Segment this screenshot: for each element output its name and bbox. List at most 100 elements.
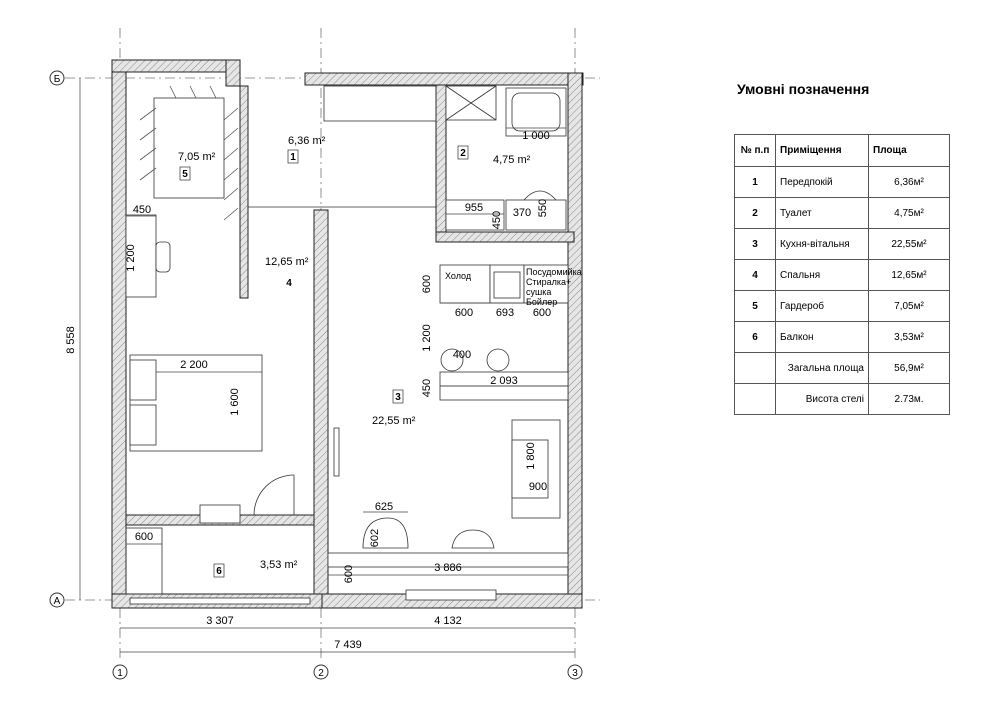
legend-total-row: Загальна площа 56,9м² — [734, 352, 950, 384]
axis-marker-col-3: 3 — [567, 664, 583, 680]
svg-text:600: 600 — [533, 307, 551, 319]
dimension-texts: 8 558 3 307 4 132 7 439 450 1 200 2 200 … — [65, 130, 551, 651]
svg-text:3: 3 — [395, 392, 401, 403]
legend-header-room: Приміщення — [775, 134, 869, 167]
legend-height-row: Висота стелі 2.73м. — [734, 383, 950, 415]
table-row: 6 Балкон 3,53м² — [734, 321, 950, 353]
legend-row-area: 7,05м² — [868, 290, 950, 322]
svg-text:3 886: 3 886 — [434, 562, 462, 574]
svg-text:6: 6 — [216, 566, 222, 577]
legend-total-value: 56,9м² — [868, 352, 950, 384]
legend-row-area: 12,65м² — [868, 259, 950, 291]
legend-row-name: Спальня — [775, 259, 869, 291]
bedroom-door — [253, 474, 295, 516]
room-4-label: 12,65 m² 4 — [265, 256, 309, 289]
appliance-labels: Холод Посудомийка Стиралка+ сушка Бойлер — [445, 267, 582, 307]
room-6-label: 6 3,53 m² — [213, 559, 298, 578]
svg-text:4,75 m²: 4,75 m² — [493, 154, 531, 166]
legend-row-name: Туалет — [775, 197, 869, 229]
svg-text:1: 1 — [290, 152, 296, 163]
sofa — [511, 419, 561, 519]
svg-text:Посудомийка: Посудомийка — [526, 267, 582, 277]
svg-text:7,05 m²: 7,05 m² — [178, 151, 216, 163]
table-row: 2 Туалет 4,75м² — [734, 197, 950, 229]
desk-chairs — [327, 517, 569, 568]
legend-height-label: Висота стелі — [775, 383, 869, 415]
walls — [111, 59, 584, 609]
legend-row-num: 6 — [734, 321, 776, 353]
svg-text:Стиралка+: Стиралка+ — [526, 277, 571, 287]
legend-table: № п.п Приміщення Площа 1 Передпокій 6,36… — [734, 134, 950, 415]
room-1-label: 6,36 m² 1 — [287, 135, 326, 164]
axis-marker-col-2: 2 — [313, 664, 329, 680]
svg-text:1 600: 1 600 — [229, 388, 241, 416]
legend-row-name: Гардероб — [775, 290, 869, 322]
kitchen-units — [439, 264, 569, 304]
balcony — [125, 527, 163, 595]
svg-text:1 200: 1 200 — [125, 244, 137, 272]
svg-text:600: 600 — [455, 307, 473, 319]
legend-row-name: Балкон — [775, 321, 869, 353]
floor-plan: Б А 1 2 3 — [49, 28, 600, 680]
legend-row-area: 3,53м² — [868, 321, 950, 353]
svg-text:2 200: 2 200 — [180, 359, 208, 371]
svg-text:450: 450 — [421, 379, 433, 397]
legend-height-value: 2.73м. — [868, 383, 950, 415]
svg-text:3,53 m²: 3,53 m² — [260, 559, 298, 571]
svg-text:600: 600 — [135, 531, 153, 543]
legend-header-row: № п.п Приміщення Площа — [734, 134, 950, 167]
legend-row-area: 4,75м² — [868, 197, 950, 229]
svg-text:7 439: 7 439 — [334, 639, 362, 651]
wardrobe-desk — [125, 214, 171, 298]
svg-text:Холод: Холод — [445, 271, 472, 281]
svg-text:1 800: 1 800 — [525, 442, 537, 470]
svg-text:693: 693 — [496, 307, 514, 319]
svg-text:2 093: 2 093 — [490, 375, 518, 387]
svg-text:955: 955 — [465, 202, 483, 214]
room-3-label: 3 22,55 m² — [372, 389, 416, 427]
legend-title: Умовні позначення — [737, 81, 870, 97]
legend-row-area: 22,55м² — [868, 228, 950, 260]
svg-text:3: 3 — [572, 668, 578, 679]
svg-text:4: 4 — [286, 278, 292, 289]
room-2-label: 2 4,75 m² — [457, 145, 531, 166]
legend-row-num: 2 — [734, 197, 776, 229]
bed — [129, 354, 263, 452]
svg-text:Б: Б — [54, 74, 61, 85]
svg-text:12,65 m²: 12,65 m² — [265, 256, 309, 268]
svg-text:900: 900 — [529, 481, 547, 493]
legend-row-name: Кухня-вітальня — [775, 228, 869, 260]
axis-marker-col-1: 1 — [112, 664, 128, 680]
svg-text:А: А — [54, 596, 61, 607]
svg-text:2: 2 — [460, 148, 466, 159]
legend-empty-cell — [734, 352, 776, 384]
svg-text:5: 5 — [182, 169, 188, 180]
svg-text:Бойлер: Бойлер — [526, 297, 557, 307]
axis-marker-row-bottom: А — [49, 592, 65, 608]
svg-text:450: 450 — [133, 204, 151, 216]
room-5-label: 7,05 m² 5 — [178, 151, 216, 181]
svg-text:2: 2 — [318, 668, 324, 679]
legend-header-area: Площа — [868, 134, 950, 167]
svg-text:600: 600 — [421, 275, 433, 293]
svg-text:450: 450 — [491, 211, 503, 229]
table-row: 4 Спальня 12,65м² — [734, 259, 950, 291]
svg-text:1 200: 1 200 — [421, 324, 433, 352]
svg-text:370: 370 — [513, 207, 531, 219]
table-row: 1 Передпокій 6,36м² — [734, 166, 950, 198]
dimension-lines — [79, 78, 575, 653]
svg-text:3 307: 3 307 — [206, 615, 234, 627]
svg-text:6,36 m²: 6,36 m² — [288, 135, 326, 147]
svg-text:400: 400 — [453, 349, 471, 361]
windows — [129, 504, 497, 605]
legend-empty-cell — [734, 383, 776, 415]
svg-text:4 132: 4 132 — [434, 615, 462, 627]
svg-text:22,55 m²: 22,55 m² — [372, 415, 416, 427]
legend-row-num: 3 — [734, 228, 776, 260]
svg-text:1 000: 1 000 — [522, 130, 550, 142]
kitchen-divider — [333, 427, 340, 477]
legend-header-num: № п.п — [734, 134, 776, 167]
legend-row-num: 4 — [734, 259, 776, 291]
legend-row-name: Передпокій — [775, 166, 869, 198]
svg-text:625: 625 — [375, 501, 393, 513]
